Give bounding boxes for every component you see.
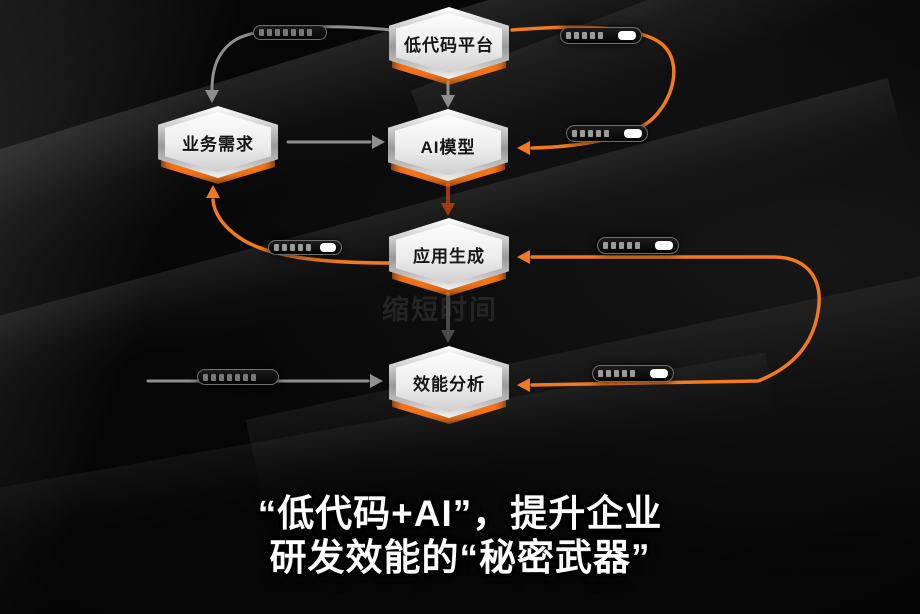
indicator-cap — [654, 241, 673, 250]
indicator-dash — [622, 370, 627, 377]
indicator-dash — [603, 242, 608, 249]
node-lowcode-platform: 低代码平台 — [389, 7, 509, 85]
indicator-cap — [649, 369, 668, 378]
progress-indicator — [592, 365, 674, 382]
indicator-cap — [623, 129, 642, 138]
indicator-dash — [604, 130, 609, 137]
indicator-dash — [298, 244, 303, 251]
node-label: AI模型 — [420, 137, 476, 157]
headline-line2: 研发效能的“秘密武器” — [269, 536, 651, 578]
headline-line1: “低代码+AI”，提升企业 — [257, 493, 663, 534]
progress-indicator — [560, 27, 642, 44]
indicator-dash — [611, 242, 616, 249]
indicator-dash — [243, 373, 248, 381]
indicator-dash — [267, 29, 272, 36]
faded-caption: 缩短时间 — [382, 295, 498, 325]
indicator-dash — [290, 244, 295, 251]
progress-indicator — [197, 369, 279, 385]
indicator-dash — [227, 373, 232, 381]
indicator-dash — [627, 242, 632, 249]
indicator-dash — [291, 29, 296, 36]
indicator-dash — [235, 373, 240, 381]
indicator-dash — [283, 29, 288, 36]
indicator-dash — [259, 29, 264, 36]
node-business-requirements: 业务需求 — [158, 106, 278, 184]
node-ai-model: AI模型 — [388, 109, 508, 187]
progress-indicator — [268, 240, 342, 255]
indicator-dash — [219, 373, 224, 381]
indicator-dash — [619, 242, 624, 249]
indicator-dash — [588, 130, 593, 137]
indicator-dash — [598, 32, 603, 39]
indicator-dash — [630, 370, 635, 377]
indicator-dash — [582, 32, 587, 39]
indicator-dash — [574, 32, 579, 39]
indicator-dash — [306, 244, 311, 251]
indicator-dash — [580, 130, 585, 137]
indicator-dash — [275, 29, 280, 36]
indicator-dash — [274, 244, 279, 251]
indicator-dash — [282, 244, 287, 251]
indicator-dash — [606, 370, 611, 377]
indicator-dash — [635, 242, 640, 249]
indicator-dash — [614, 370, 619, 377]
progress-indicator — [253, 25, 327, 40]
indicator-dash — [251, 373, 256, 381]
indicator-dash — [307, 29, 312, 36]
indicator-cap — [617, 31, 636, 40]
node-label: 应用生成 — [413, 246, 485, 266]
progress-indicator — [597, 237, 679, 254]
indicator-cap — [319, 243, 336, 252]
indicator-dash — [598, 370, 603, 377]
progress-indicator — [566, 125, 648, 142]
node-app-generation: 应用生成 — [389, 218, 509, 296]
indicator-dash — [211, 373, 216, 381]
node-label: 低代码平台 — [404, 35, 494, 55]
indicator-dash — [590, 32, 595, 39]
indicator-dash — [203, 373, 208, 381]
node-label: 效能分析 — [413, 374, 485, 394]
headline: “低代码+AI”，提升企业 研发效能的“秘密武器” — [0, 492, 920, 579]
indicator-dash — [299, 29, 304, 36]
indicator-dash — [596, 130, 601, 137]
node-performance-analysis: 效能分析 — [389, 346, 509, 424]
indicator-dash — [566, 32, 571, 39]
node-label: 业务需求 — [182, 134, 254, 154]
indicator-dash — [572, 130, 577, 137]
